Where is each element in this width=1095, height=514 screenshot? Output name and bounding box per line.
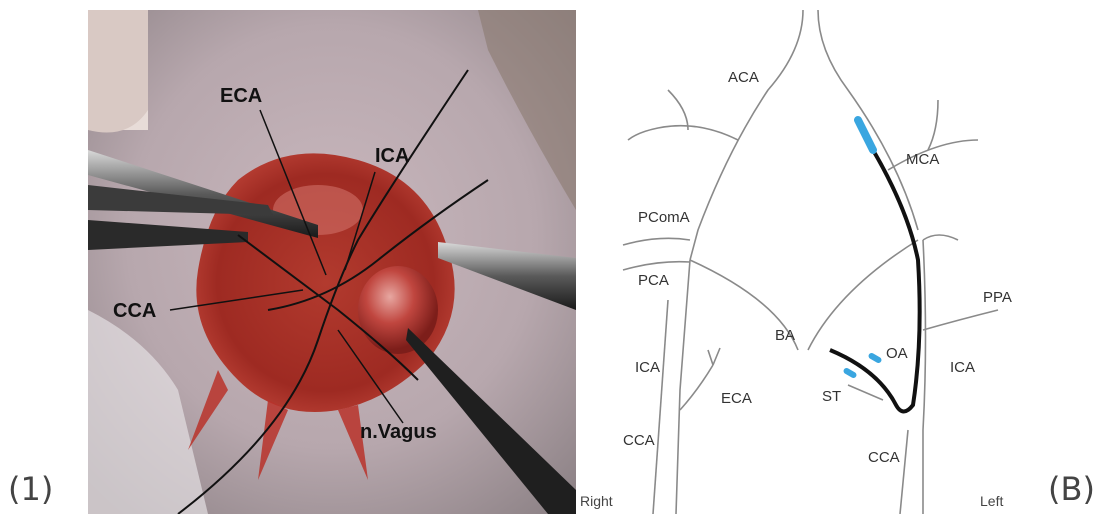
vessel-eca-left	[708, 348, 720, 365]
label-ppa: PPA	[983, 289, 1012, 306]
st-pointer	[848, 385, 883, 400]
label-cca-right-side: CCA	[868, 449, 900, 466]
vessel-ica-left	[653, 300, 668, 514]
label-aca: ACA	[728, 69, 759, 86]
label-mca: MCA	[906, 151, 939, 168]
vessel-ppa	[923, 310, 998, 330]
label-pca: PCA	[638, 272, 669, 289]
vessel-mca	[928, 100, 938, 150]
label-pcoma: PComA	[638, 209, 690, 226]
label-cca: CCA	[113, 300, 156, 322]
vessel-aca	[818, 10, 918, 230]
glove-shade	[88, 10, 148, 133]
vessel-ica-left	[676, 260, 690, 514]
vessel-pca	[623, 262, 690, 270]
label-vagus: n.Vagus	[360, 421, 437, 443]
orientation-left: Left	[980, 493, 1003, 509]
vessel-ica-right	[900, 430, 908, 514]
label-eca: ECA	[220, 85, 262, 107]
label-cca-left-side: CCA	[623, 432, 655, 449]
label-ica-right-side: ICA	[950, 359, 975, 376]
label-oa: OA	[886, 345, 908, 362]
label-ica: ICA	[375, 145, 409, 167]
salivary-gland	[358, 266, 438, 354]
vessel-eca-left	[680, 365, 713, 410]
label-ba: BA	[775, 327, 795, 344]
orientation-right: Right	[580, 493, 613, 509]
clip-marker	[867, 352, 882, 364]
label-st: ST	[822, 388, 841, 405]
label-ica-left-side: ICA	[635, 359, 660, 376]
clip-marker	[842, 367, 857, 379]
vessel-aca	[690, 10, 803, 260]
surgical-photo: ECA ICA CCA n.Vagus	[88, 10, 576, 514]
panel-label-b: (B)	[1048, 470, 1095, 508]
panel-label-1: (1)	[8, 470, 53, 508]
vessel-branch	[668, 90, 688, 130]
catheter-line	[830, 150, 920, 412]
vessel-pcoma	[623, 238, 690, 245]
vessel-ica-right-branch	[923, 235, 958, 240]
vessel-ba	[808, 240, 918, 350]
vessel-branch	[628, 126, 738, 140]
vessel-ica-right	[923, 240, 926, 514]
label-eca: ECA	[721, 390, 752, 407]
vascular-diagram: ACA MCA PComA PCA PPA BA OA ICA ICA ECA …	[578, 10, 1038, 514]
